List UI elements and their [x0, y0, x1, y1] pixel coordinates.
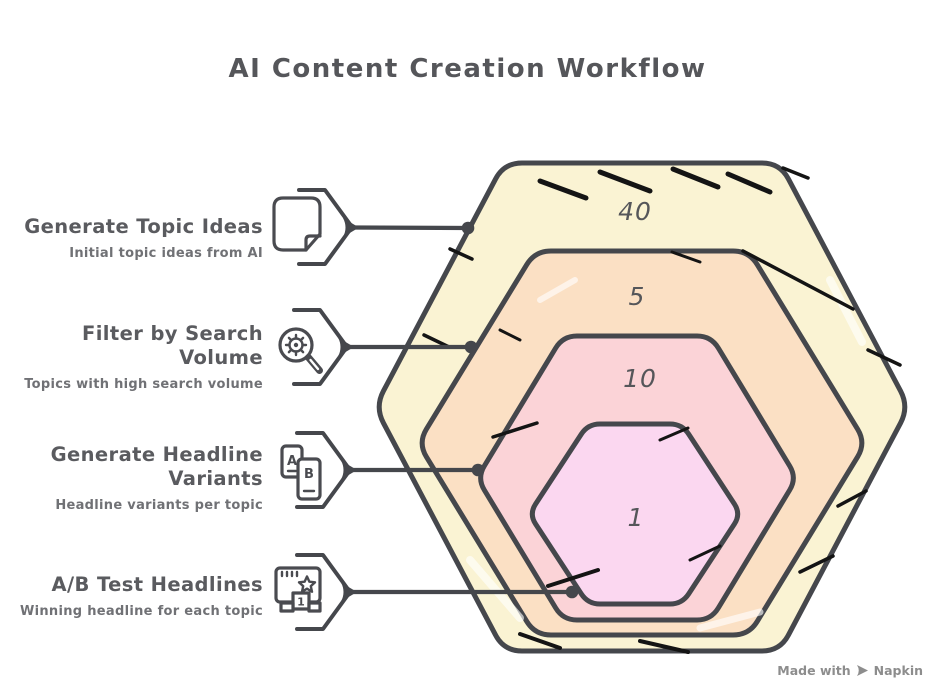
page-title: AI Content Creation Workflow [228, 54, 707, 84]
watermark-text: Made with [777, 663, 851, 678]
step-label: Filter by Search Volume [82, 322, 263, 369]
svg-text:1: 1 [297, 596, 305, 609]
step-4-connector [295, 553, 579, 631]
connector-dot [461, 221, 475, 235]
arrowhead-icon [341, 582, 357, 602]
connector-dot [471, 463, 485, 477]
step-1-connector [297, 188, 475, 266]
step-label: Generate Headline Variants [50, 443, 263, 490]
funnel-value-1: 1 [627, 503, 645, 532]
step-3-connector [295, 431, 485, 509]
bracket [297, 188, 354, 266]
step-ab-test-headlines: A/B Test Headlines Winning headline for … [0, 573, 263, 619]
step-description: Topics with high search volume [24, 377, 263, 392]
napkin-logo-icon [856, 665, 868, 676]
funnel-value-5: 5 [628, 282, 646, 311]
svg-text:A: A [287, 454, 297, 469]
step-generate-headline-variants: Generate Headline Variants Headline vari… [0, 443, 263, 513]
funnel-value-40: 40 [618, 197, 652, 226]
step-description: Initial topic ideas from AI [69, 246, 263, 261]
watermark-brand: Napkin [873, 663, 923, 678]
step-description: Headline variants per topic [55, 498, 263, 513]
sketch-marks [422, 166, 902, 654]
svg-text:B: B [304, 467, 314, 482]
connector-dot [565, 585, 579, 599]
arrowhead-icon [341, 460, 357, 480]
funnel-value-10: 10 [623, 364, 657, 393]
step-description: Winning headline for each topic [19, 604, 263, 619]
step-2-connector [292, 308, 478, 386]
ab-variants-icon: A B [280, 444, 322, 501]
connector-dot [464, 340, 478, 354]
step-label: Generate Topic Ideas [24, 215, 263, 238]
funnel-level-1-hexagon [529, 421, 741, 607]
arrowhead-icon [338, 337, 354, 357]
step-label: A/B Test Headlines [51, 573, 263, 596]
document-icon [272, 196, 322, 252]
funnel-hexagons [376, 160, 908, 654]
search-gear-icon [278, 327, 323, 374]
arrowhead-icon [343, 218, 359, 237]
step-generate-topic-ideas: Generate Topic Ideas Initial topic ideas… [0, 215, 263, 261]
napkin-watermark: Made with Napkin [777, 663, 923, 678]
step-filter-by-search-volume: Filter by Search Volume Topics with high… [0, 322, 263, 392]
winner-podium-icon: 1 [274, 566, 322, 613]
connector-line [349, 225, 471, 231]
